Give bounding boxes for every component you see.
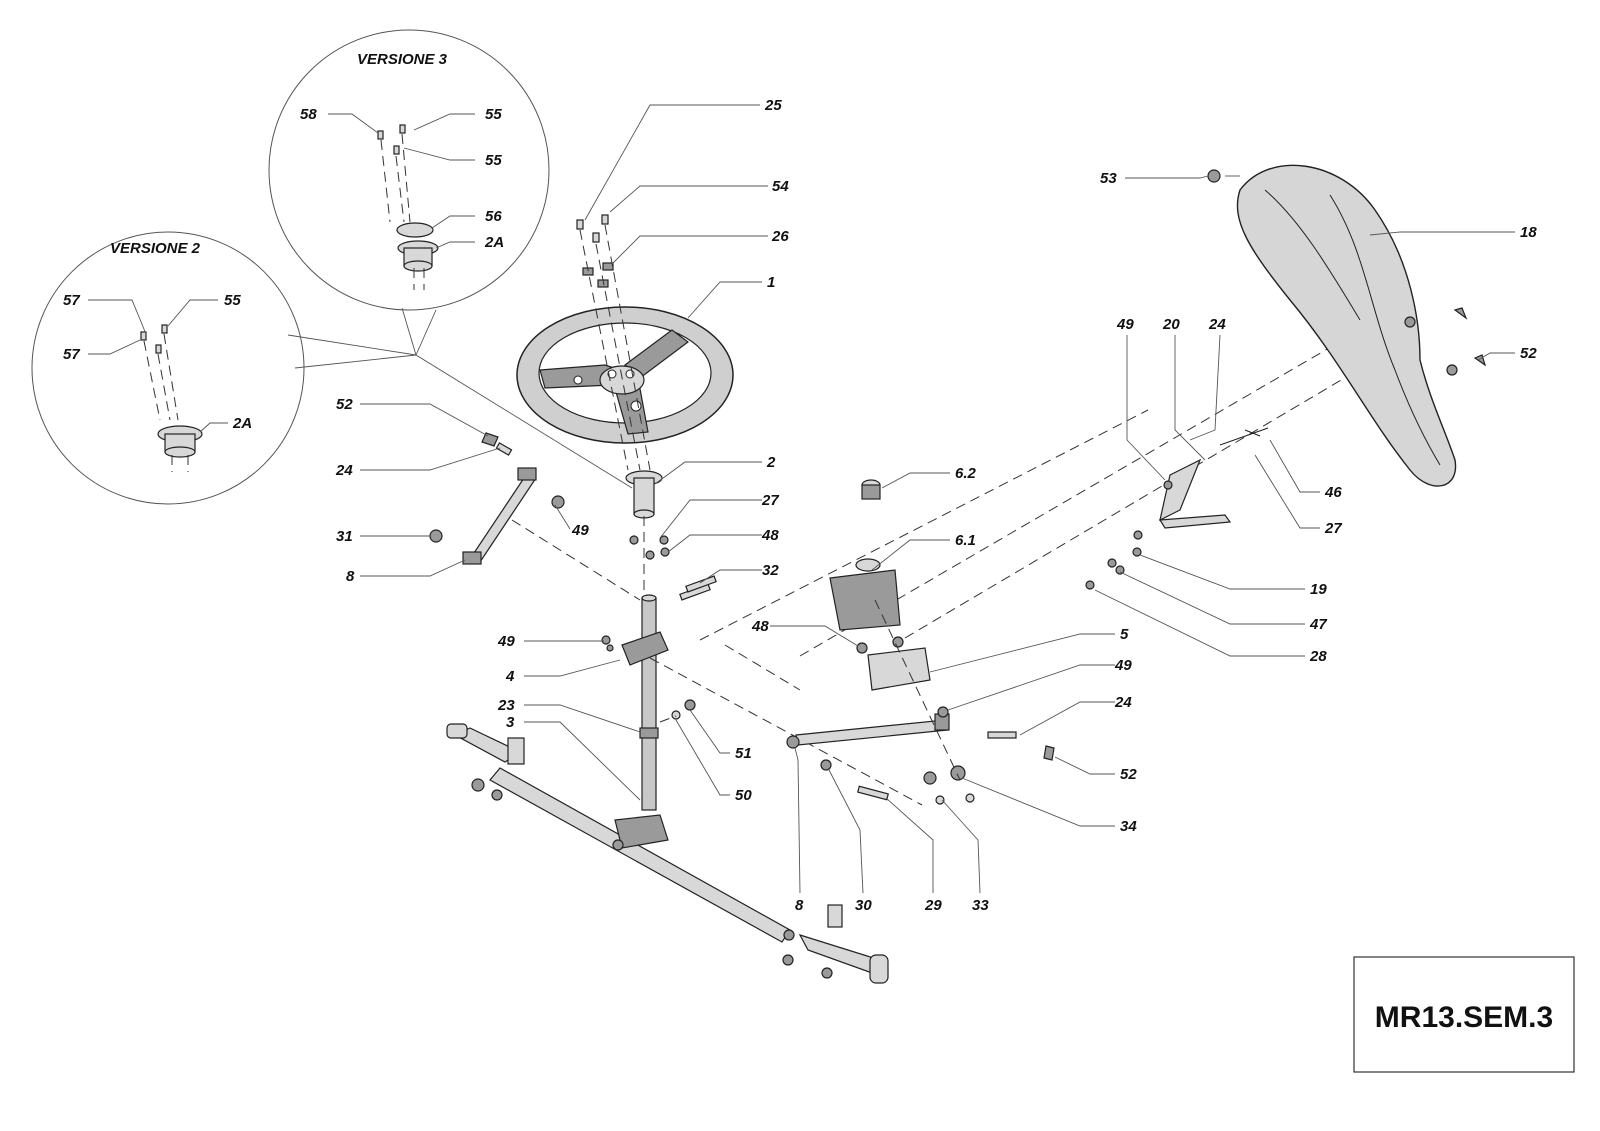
v3-hub-2A <box>397 240 439 290</box>
callout-27: 27 <box>761 492 779 509</box>
callout-48: 48 <box>761 527 779 544</box>
callout-8: 8 <box>795 897 804 914</box>
callout-56: 56 <box>485 208 502 225</box>
callout-55: 55 <box>224 292 241 309</box>
callout-51: 51 <box>735 745 752 762</box>
callout-4: 4 <box>505 668 515 685</box>
callout-25: 25 <box>764 97 782 114</box>
callout-31: 31 <box>336 528 353 545</box>
callout-52: 52 <box>1120 766 1137 783</box>
callout-33: 33 <box>972 897 989 914</box>
pedal-bracket-20 <box>1085 427 1269 590</box>
callout-24: 24 <box>335 462 353 479</box>
dash-seat-line-b <box>904 359 1376 639</box>
callout-19: 19 <box>1310 581 1327 598</box>
callout-20: 20 <box>1162 316 1180 333</box>
callout-26: 26 <box>771 228 789 245</box>
dash-left-link <box>724 644 801 691</box>
callout-49: 49 <box>571 522 589 539</box>
v3-spacer-56 <box>396 222 434 238</box>
column-bracket-4 <box>601 631 669 666</box>
callout-2: 2 <box>766 454 776 471</box>
callout-5: 5 <box>1120 626 1129 643</box>
callout-50: 50 <box>735 787 752 804</box>
callout-46: 46 <box>1324 484 1342 501</box>
seat-18 <box>1207 164 1487 487</box>
callout-23: 23 <box>497 697 515 714</box>
callout-52: 52 <box>1520 345 1537 362</box>
tie-rod-8-right <box>786 713 1055 805</box>
leader-lines <box>88 104 1515 894</box>
steering-wheel <box>516 306 734 444</box>
callout-49: 49 <box>497 633 515 650</box>
callout-58: 58 <box>300 106 317 123</box>
callout-27: 27 <box>1324 520 1342 537</box>
callout-30: 30 <box>855 897 872 914</box>
inset-versione-2: VERSIONE 2 <box>31 231 305 505</box>
dash-bracket-to-pedal <box>699 409 1149 641</box>
v2-hub-2A <box>157 425 203 472</box>
callout-18: 18 <box>1520 224 1537 241</box>
callout-55: 55 <box>485 152 502 169</box>
bolts-32 <box>679 575 717 601</box>
drawing-code: MR13.SEM.3 <box>1375 1001 1553 1034</box>
callout-57: 57 <box>63 346 80 363</box>
callout-48: 48 <box>751 618 769 635</box>
callout-3: 3 <box>506 714 515 731</box>
callout-2A: 2A <box>232 415 252 432</box>
steering-arm-8-left <box>429 432 641 601</box>
callout-29: 29 <box>924 897 942 914</box>
callout-49: 49 <box>1116 316 1134 333</box>
callout-57: 57 <box>63 292 80 309</box>
callout-6-2: 6.2 <box>955 465 977 482</box>
callout-49: 49 <box>1114 657 1132 674</box>
callout-6-1: 6.1 <box>955 532 976 549</box>
inset-connector-lines <box>287 307 633 489</box>
v3-screws <box>377 124 411 223</box>
callout-24: 24 <box>1114 694 1132 711</box>
dash-column-to-linkage <box>649 657 923 806</box>
inset-v2-title: VERSIONE 2 <box>110 240 201 257</box>
callout-2A: 2A <box>484 234 504 251</box>
inset-versione-3: VERSIONE 3 <box>268 29 550 311</box>
steering-column-23 <box>639 594 659 811</box>
callout-24: 24 <box>1208 316 1226 333</box>
callout-55: 55 <box>485 106 502 123</box>
front-axle-3 <box>446 723 889 984</box>
callout-52: 52 <box>336 396 353 413</box>
inset-v3-title: VERSIONE 3 <box>357 51 448 68</box>
dash-seat-line-a <box>799 329 1361 657</box>
callout-34: 34 <box>1120 818 1137 835</box>
wheel-screws-25-54-26 <box>576 214 651 471</box>
callout-28: 28 <box>1309 648 1327 665</box>
callout-labels: 58 55 55 56 2A 57 55 57 2A 25 54 26 1 2 … <box>63 97 1537 914</box>
v2-screws <box>140 324 179 421</box>
callout-32: 32 <box>762 562 779 579</box>
callout-1: 1 <box>767 274 775 291</box>
pedal-unit-6 <box>829 479 961 781</box>
callout-53: 53 <box>1100 170 1117 187</box>
callout-54: 54 <box>772 178 789 195</box>
hub-2 <box>625 470 670 600</box>
washers-50-51 <box>659 699 696 723</box>
drawing-code-box: MR13.SEM.3 <box>1353 956 1575 1073</box>
callout-47: 47 <box>1309 616 1327 633</box>
callout-8: 8 <box>346 568 355 585</box>
